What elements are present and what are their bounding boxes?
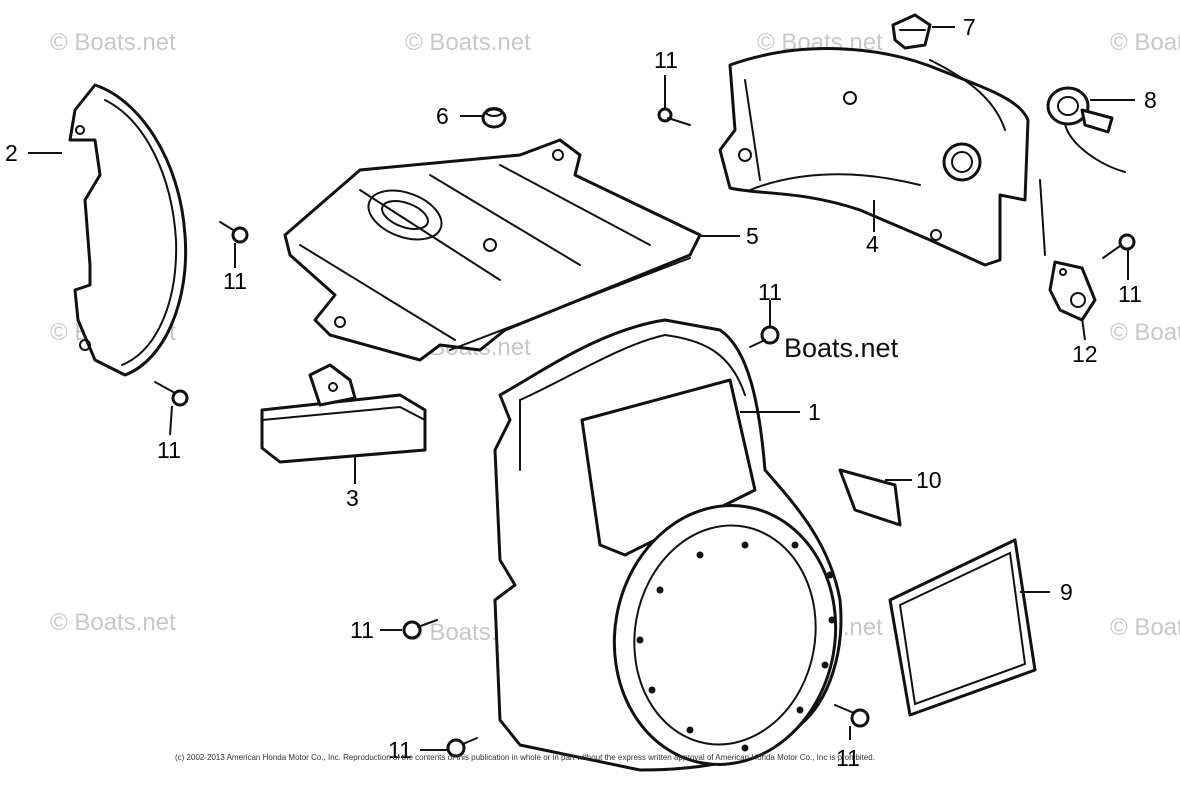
part-4-upper-shroud[interactable]	[718, 47, 1030, 267]
callout-8: 8	[1144, 87, 1157, 113]
part-6-grommet[interactable]	[481, 107, 507, 129]
callout-1: 1	[808, 399, 821, 425]
callout-9: 9	[1060, 579, 1073, 605]
callout-11: 11	[836, 745, 860, 771]
callout-12: 12	[1072, 341, 1098, 367]
bolt-icon[interactable]	[446, 737, 478, 758]
part-12-terminal[interactable]	[1039, 179, 1097, 322]
callout-2: 2	[5, 140, 18, 166]
bolt-icon[interactable]	[749, 325, 780, 348]
watermark: © Boats.net	[50, 609, 176, 636]
part-2-side-shroud[interactable]	[68, 83, 188, 377]
callout-11: 11	[223, 268, 247, 294]
callout-11: 11	[388, 737, 412, 763]
part-7-clip[interactable]	[891, 13, 932, 50]
bolt-icon[interactable]	[657, 107, 691, 126]
watermark: © Boats.net	[405, 29, 531, 56]
callout-11: 11	[1118, 281, 1142, 307]
callout-11: 11	[654, 47, 678, 73]
callout-group: 2 6 11 7 8 5 4 11 11 12 11 11 1 3 10 9 1…	[5, 14, 1157, 771]
bolt-icon[interactable]	[834, 704, 870, 728]
watermark: © Boats.net	[1110, 319, 1180, 346]
leader-lines	[28, 26, 1135, 751]
watermark: © Boats.net	[1110, 29, 1180, 56]
callout-3: 3	[346, 485, 359, 511]
bolt-icon[interactable]	[154, 381, 189, 407]
callout-11: 11	[157, 437, 181, 463]
callout-11: 11	[350, 617, 374, 643]
watermark: © Boats.net	[50, 29, 176, 56]
watermark-center: Boats.net	[784, 333, 899, 363]
part-9-gasket[interactable]	[888, 538, 1037, 717]
bolt-group	[154, 107, 1136, 758]
copyright-notice: (c) 2002-2013 American Honda Motor Co., …	[175, 753, 875, 762]
callout-11: 11	[758, 279, 782, 305]
callout-7: 7	[963, 14, 976, 40]
callout-6: 6	[436, 103, 449, 129]
watermark: © Boats.net	[1110, 614, 1180, 641]
part-5-top-cover[interactable]	[283, 138, 702, 362]
bolt-icon[interactable]	[219, 221, 249, 244]
callout-4: 4	[866, 231, 879, 257]
part-1-fan-shroud[interactable]	[493, 318, 856, 782]
bolt-icon[interactable]	[1102, 233, 1136, 259]
callout-5: 5	[746, 223, 759, 249]
callout-10: 10	[916, 467, 942, 493]
part-8-switch[interactable]	[1046, 86, 1126, 173]
part-10-gasket[interactable]	[838, 468, 902, 527]
part-3-bracket[interactable]	[260, 363, 427, 464]
bolt-icon[interactable]	[402, 619, 438, 640]
